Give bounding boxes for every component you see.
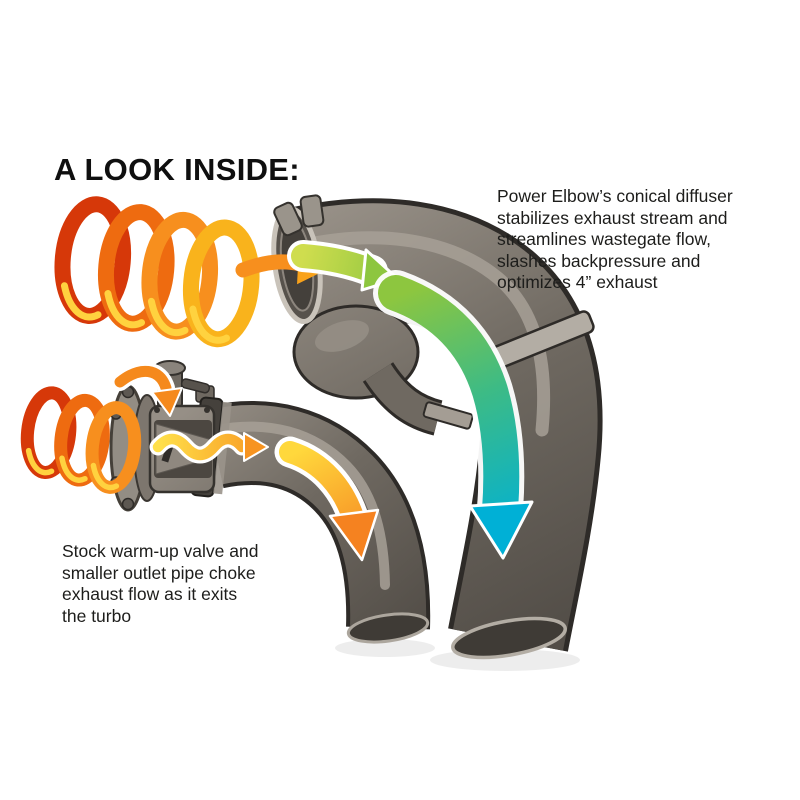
shadow [335, 639, 435, 657]
short-green-arrow-shaft [291, 244, 384, 283]
caption-line: streamlines wastegate flow, [497, 229, 711, 249]
exit-arrow-head [328, 508, 380, 562]
long-flow-arrow-shaft [378, 275, 520, 528]
spiral-highlight [60, 282, 102, 321]
flange-bolt [121, 497, 135, 511]
wavy-arrow-head [243, 432, 269, 462]
diffuser-flow-arrows [287, 240, 534, 560]
housing-bolt [154, 407, 160, 413]
spiral-highlight [59, 455, 88, 483]
caption-line: smaller outlet pipe choke [62, 562, 256, 583]
spiral-highlight [104, 290, 146, 329]
exit-arrow-shaft [279, 441, 365, 531]
restricted-flow-arrows [111, 362, 380, 562]
spiral-highlight [90, 462, 120, 491]
spiral-highlight [189, 305, 230, 344]
caption-line: slashes backpressure and [497, 250, 701, 271]
lower-exhaust-spiral [20, 386, 142, 494]
pipe-body [287, 203, 598, 651]
wastegate-housing [292, 304, 474, 436]
outlet-flange [422, 401, 474, 430]
entry-arrow-head [151, 387, 183, 417]
caption-line: optimizes 4” exhaust [497, 272, 658, 292]
caption-line: stabilizes exhaust stream and [497, 207, 728, 228]
entry-arrow-shaft [114, 365, 172, 394]
mouth-ear [273, 201, 303, 237]
page-title: A LOOK INSIDE: [54, 152, 300, 187]
pipe-highlight [211, 421, 390, 590]
mouth-ear [299, 194, 325, 228]
caption-line: exhaust flow as it exits [62, 584, 238, 604]
long-flow-arrow-head [468, 500, 534, 560]
spiral-highlight [147, 297, 189, 337]
housing-highlight [315, 320, 369, 352]
power-elbow-caption: Power Elbow’s conical diffuser stabilize… [497, 186, 733, 294]
wavy-arrow-shaft [152, 433, 248, 461]
caption-line: Power Elbow’s conical diffuser [497, 186, 733, 206]
stock-valve-caption: Stock warm-up valve and smaller outlet p… [62, 541, 258, 627]
upper-exhaust-spiral [54, 196, 260, 348]
spiral-highlight [25, 447, 55, 476]
caption-line: Stock warm-up valve and [62, 541, 259, 561]
power-elbow-pipe [271, 194, 603, 660]
valve-arm [180, 378, 211, 394]
pipe-end-rim [451, 616, 567, 660]
pipe-end-rim [346, 612, 430, 644]
caption-line: the turbo [62, 605, 132, 626]
housing-bolt [204, 407, 210, 413]
pipe-highlight [293, 231, 551, 437]
